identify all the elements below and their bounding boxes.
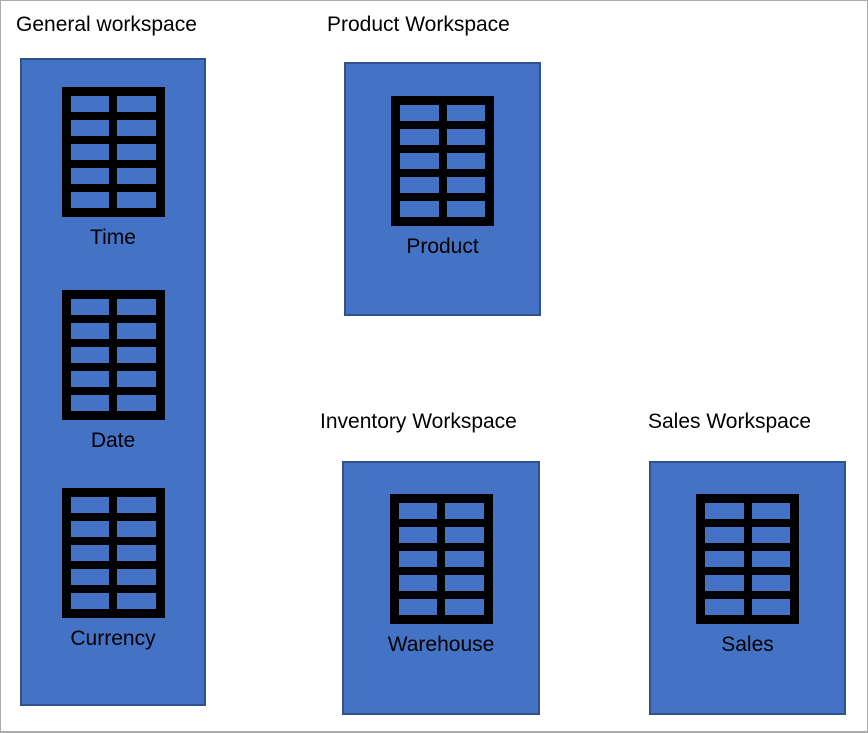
table-cell	[117, 395, 156, 411]
table-cell	[445, 527, 484, 543]
table-label-product: Product	[406, 235, 479, 258]
workspace-title-sales: Sales Workspace	[648, 410, 812, 433]
table-cell	[70, 144, 109, 160]
table-cell	[70, 347, 109, 363]
table-cell	[398, 575, 437, 591]
workspace-title-product: Product Workspace	[327, 13, 510, 36]
table-cell	[705, 599, 744, 615]
table-cell	[705, 551, 744, 567]
table-cell	[398, 503, 437, 519]
table-cell	[70, 593, 109, 609]
table-cell	[70, 569, 109, 585]
table-cell	[70, 299, 109, 315]
table-cell	[117, 497, 156, 513]
table-grid-icon	[696, 494, 799, 624]
table-cell	[70, 192, 109, 208]
table-cell	[398, 599, 437, 615]
table-cell	[117, 192, 156, 208]
table-cell	[751, 503, 790, 519]
workspace-box-sales: Sales	[649, 461, 846, 715]
workspace-box-inventory: Warehouse	[342, 461, 540, 715]
table-cell	[117, 347, 156, 363]
table-cell	[117, 323, 156, 339]
table-grid-icon	[389, 494, 493, 624]
table-cell	[70, 323, 109, 339]
table-cell	[705, 575, 744, 591]
table-cell	[400, 177, 439, 193]
table-cell	[70, 371, 109, 387]
table-cell	[446, 129, 485, 145]
table-grid-icon	[391, 96, 494, 226]
table-cell	[70, 545, 109, 561]
table-cell	[446, 105, 485, 121]
table-cell	[751, 527, 790, 543]
table-cell	[751, 599, 790, 615]
table-cell	[70, 168, 109, 184]
table-cell	[751, 575, 790, 591]
table-time: Time	[22, 87, 204, 250]
table-cell	[117, 521, 156, 537]
table-cell	[400, 105, 439, 121]
table-cell	[445, 503, 484, 519]
table-cell	[445, 551, 484, 567]
table-cell	[117, 120, 156, 136]
table-cell	[400, 201, 439, 217]
table-cell	[117, 168, 156, 184]
table-cell	[70, 96, 109, 112]
table-cell	[705, 527, 744, 543]
table-currency: Currency	[22, 488, 204, 651]
table-product: Product	[346, 96, 539, 259]
table-cell	[117, 593, 156, 609]
table-label-date: Date	[90, 429, 136, 452]
table-cell	[446, 153, 485, 169]
table-cell	[70, 120, 109, 136]
table-cell	[751, 551, 790, 567]
table-warehouse: Warehouse	[344, 494, 538, 657]
table-cell	[70, 497, 109, 513]
table-cell	[446, 201, 485, 217]
table-cell	[446, 177, 485, 193]
table-cell	[445, 599, 484, 615]
table-cell	[117, 569, 156, 585]
table-cell	[400, 129, 439, 145]
table-cell	[398, 551, 437, 567]
table-label-time: Time	[90, 226, 136, 249]
table-cell	[70, 395, 109, 411]
table-cell	[117, 545, 156, 561]
workspace-title-general: General workspace	[16, 13, 197, 36]
table-grid-icon	[61, 290, 165, 420]
table-date: Date	[22, 290, 204, 453]
table-grid-icon	[61, 488, 165, 618]
workspace-title-inventory: Inventory Workspace	[320, 410, 517, 433]
table-grid-icon	[61, 87, 165, 217]
table-cell	[117, 96, 156, 112]
table-cell	[117, 299, 156, 315]
table-label-warehouse: Warehouse	[387, 633, 495, 656]
workspace-box-general: Time Date Currency	[20, 58, 206, 706]
table-cell	[70, 521, 109, 537]
table-cell	[705, 503, 744, 519]
table-sales: Sales	[651, 494, 844, 657]
table-cell	[398, 527, 437, 543]
table-cell	[117, 144, 156, 160]
table-cell	[445, 575, 484, 591]
workspace-box-product: Product	[344, 62, 541, 316]
table-cell	[117, 371, 156, 387]
table-label-currency: Currency	[70, 627, 156, 650]
table-cell	[400, 153, 439, 169]
table-label-sales: Sales	[721, 633, 774, 656]
